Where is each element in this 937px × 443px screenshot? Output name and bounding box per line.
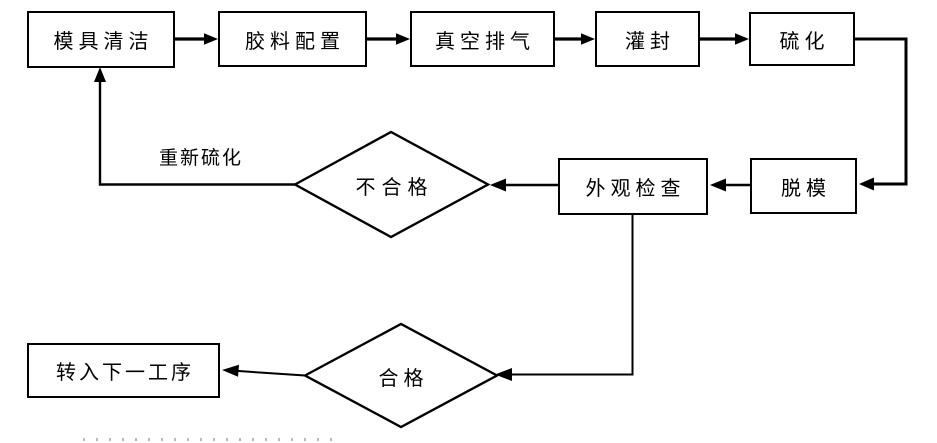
edge-compound-prep-to-vacuum-degas xyxy=(367,33,410,45)
edge-vacuum-degas-to-potting xyxy=(555,33,595,45)
edge-visual-inspect-to-pass xyxy=(495,215,634,381)
edge-vulcanize-to-demold xyxy=(855,37,908,191)
edge-pass-to-next-step xyxy=(222,364,306,377)
edge-fail-to-mold-cleaning xyxy=(94,67,295,186)
node-vacuum-degas: 真空排气 xyxy=(410,11,555,67)
clipped-caption-remnant xyxy=(83,438,341,441)
edge-mold-cleaning-to-compound-prep xyxy=(175,33,218,45)
node-next-step: 转入下一工序 xyxy=(27,343,220,398)
rework-edge-label: 重新硫化 xyxy=(159,148,244,169)
fail-diamond-shape xyxy=(292,130,491,239)
node-demold: 脱模 xyxy=(750,158,857,214)
node-compound-prep: 胶料配置 xyxy=(218,11,367,67)
pass-diamond-label: 合格 xyxy=(378,367,429,390)
fail-diamond-label: 不合格 xyxy=(355,176,434,199)
edge-visual-inspect-to-fail xyxy=(490,178,558,192)
edge-demold-to-visual-inspect xyxy=(710,178,750,192)
edge-potting-to-vulcanize xyxy=(700,33,749,45)
node-visual-inspect: 外观检查 xyxy=(558,158,708,215)
node-potting: 灌封 xyxy=(595,11,700,67)
pass-diamond-shape xyxy=(302,322,500,429)
node-vulcanize: 硫化 xyxy=(749,12,855,66)
node-mold-cleaning: 模具清洁 xyxy=(27,11,175,68)
